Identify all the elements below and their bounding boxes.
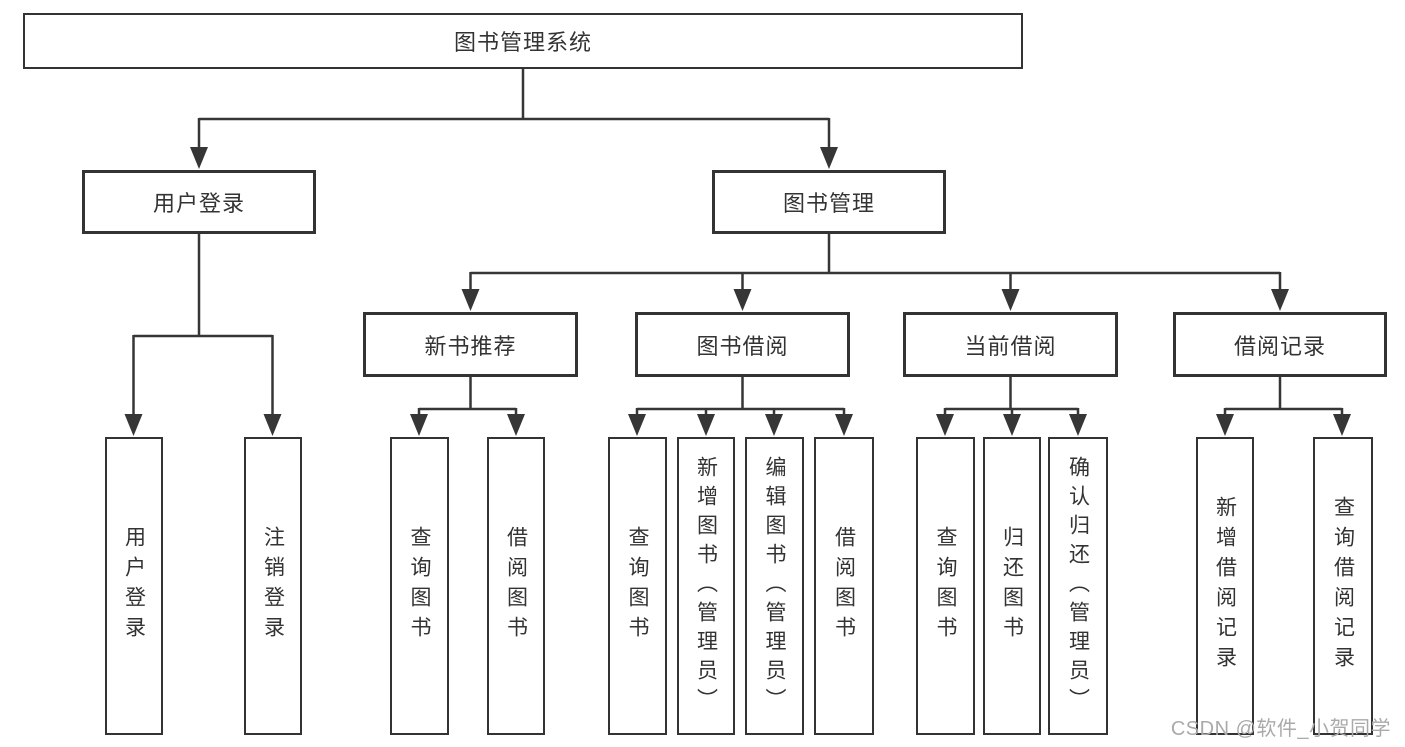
arrow-down-icon — [1216, 414, 1234, 436]
node-borrow-records: 借阅记录 — [1173, 312, 1387, 377]
arrow-down-icon — [263, 414, 282, 436]
csdn-watermark: CSDN @软件_小贺同学 — [1170, 718, 1391, 740]
arrow-down-icon — [1001, 289, 1020, 311]
branch-root — [190, 68, 838, 169]
node-current-borrow: 当前借阅 — [903, 312, 1118, 377]
leaf-borrow-books-label: 借阅图书 — [832, 526, 856, 646]
node-user-login-label: 用户登录 — [152, 191, 245, 216]
node-book-management-label: 图书管理 — [782, 191, 875, 216]
branch-borrow-records — [1216, 377, 1351, 436]
node-new-book-recommend: 新书推荐 — [363, 312, 578, 377]
branch-book-borrow — [628, 377, 853, 436]
leaf-return-books: 归还图书 — [983, 437, 1041, 735]
leaf-query-books-borrow: 查询图书 — [608, 437, 667, 735]
arrow-down-icon — [733, 289, 752, 311]
arrow-down-icon — [697, 414, 715, 436]
leaf-borrow-books-recommend-label: 借阅图书 — [504, 526, 528, 646]
branch-user-login — [124, 234, 282, 436]
node-book-borrow: 图书借阅 — [635, 312, 850, 377]
arrow-down-icon — [936, 414, 954, 436]
arrow-down-icon — [507, 414, 525, 436]
node-book-management: 图书管理 — [712, 170, 946, 234]
leaf-query-books-current-label: 查询图书 — [934, 526, 957, 646]
branch-book-management — [461, 234, 1289, 311]
node-current-borrow-label: 当前借阅 — [964, 333, 1057, 359]
leaf-add-borrow-record: 新增借阅记录 — [1196, 437, 1254, 735]
leaf-borrow-books: 借阅图书 — [814, 437, 874, 735]
leaf-return-books-label: 归还图书 — [1000, 526, 1024, 646]
node-borrow-records-label: 借阅记录 — [1233, 333, 1326, 359]
arrow-down-icon — [1271, 289, 1289, 311]
leaf-edit-books-admin: 编辑图书（管理员） — [745, 437, 804, 735]
leaf-user-login-label: 用户登录 — [122, 526, 146, 646]
leaf-logout-label: 注销登录 — [261, 526, 285, 646]
leaf-user-login: 用户登录 — [105, 437, 163, 735]
node-library-system: 图书管理系统 — [23, 13, 1023, 69]
arrow-down-icon — [1333, 414, 1351, 436]
arrow-down-icon — [835, 414, 853, 436]
leaf-query-borrow-record-label: 查询借阅记录 — [1331, 496, 1355, 676]
arrow-down-icon — [410, 414, 428, 436]
arrow-down-icon — [190, 147, 208, 169]
leaf-query-books-recommend-label: 查询图书 — [408, 526, 431, 646]
leaf-confirm-return-admin-label: 确认归还（管理员） — [1066, 455, 1090, 717]
arrow-down-icon — [1069, 414, 1087, 436]
arrow-down-icon — [765, 414, 783, 436]
leaf-query-books-recommend: 查询图书 — [390, 437, 449, 735]
leaf-query-books-current: 查询图书 — [916, 437, 975, 735]
arrow-down-icon — [461, 289, 480, 311]
node-user-login: 用户登录 — [82, 170, 316, 234]
leaf-add-books-admin-label: 新增图书（管理员） — [694, 455, 718, 717]
leaf-confirm-return-admin: 确认归还（管理员） — [1048, 437, 1108, 735]
branch-new-book-recommend — [410, 377, 525, 436]
leaf-query-borrow-record: 查询借阅记录 — [1313, 437, 1373, 735]
arrow-down-icon — [124, 414, 143, 436]
node-book-borrow-label: 图书借阅 — [696, 333, 789, 359]
leaf-query-books-borrow-label: 查询图书 — [626, 526, 649, 646]
leaf-logout: 注销登录 — [244, 437, 302, 735]
arrow-down-icon — [628, 414, 646, 436]
branch-current-borrow — [936, 377, 1087, 436]
node-library-system-label: 图书管理系统 — [453, 30, 592, 55]
leaf-add-borrow-record-label: 新增借阅记录 — [1213, 496, 1237, 676]
arrow-down-icon — [820, 147, 838, 169]
node-new-book-recommend-label: 新书推荐 — [424, 333, 517, 359]
arrow-down-icon — [1003, 414, 1021, 436]
leaf-edit-books-admin-label: 编辑图书（管理员） — [763, 455, 786, 717]
leaf-borrow-books-recommend: 借阅图书 — [487, 437, 545, 735]
leaf-add-books-admin: 新增图书（管理员） — [677, 437, 735, 735]
